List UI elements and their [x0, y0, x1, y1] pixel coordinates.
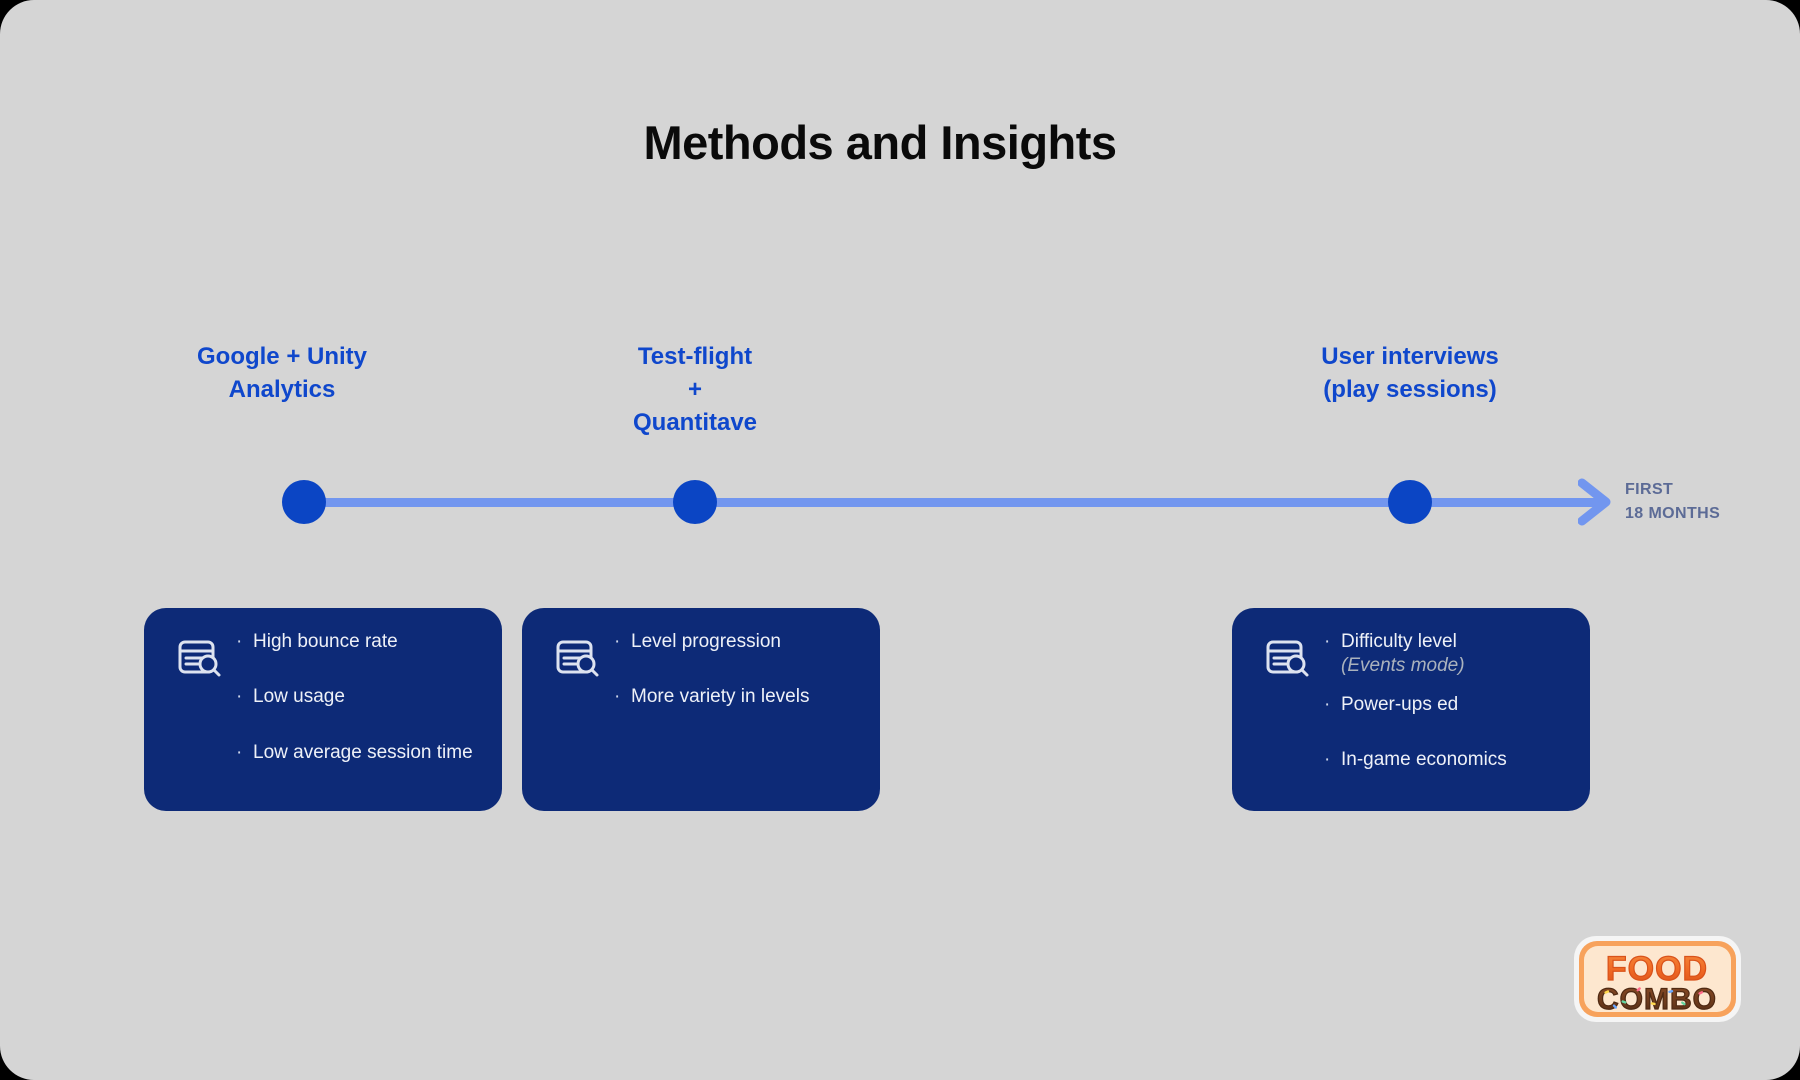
- logo-sprinkles: [1604, 987, 1704, 1009]
- document-search-icon: [178, 640, 221, 677]
- food-combo-logo: FOOD COMBO: [1574, 936, 1741, 1022]
- insight-card-1[interactable]: · High bounce rate · Low usage · Low ave…: [144, 608, 502, 811]
- timeline-track: [310, 498, 1600, 507]
- insight-card-1-bullets: · High bounce rate · Low usage · Low ave…: [236, 630, 488, 765]
- timeline-arrow-icon: [1578, 478, 1611, 526]
- bullet-text: More variety in levels: [631, 686, 810, 708]
- bullet-text: Low average session time: [253, 741, 473, 763]
- timeline-label-2: Test-flight + Quantitave: [567, 340, 823, 439]
- bullet-text: High bounce rate: [253, 631, 398, 652]
- timeline-range-line2: 18 MONTHS: [1625, 505, 1721, 522]
- timeline-range-line1: FIRST: [1625, 481, 1674, 498]
- insight-card-3[interactable]: · Difficulty level (Events mode) · Power…: [1232, 608, 1590, 811]
- timeline-label-3-line1: User interviews: [1321, 343, 1499, 370]
- bullet-text: Low usage: [253, 686, 345, 708]
- list-item: · Power-ups ed: [1324, 693, 1576, 717]
- bullet-glyph: ·: [236, 741, 243, 763]
- bullet-glyph: ·: [1324, 748, 1331, 770]
- timeline-label-3: User interviews (play sessions): [1282, 340, 1538, 406]
- bullet-glyph: ·: [614, 631, 621, 652]
- timeline-label-1-line1: Google + Unity: [196, 343, 367, 370]
- bullet-text: Difficulty level: [1341, 631, 1457, 652]
- list-item: · More variety in levels: [614, 685, 866, 709]
- list-item: · Difficulty level (Events mode): [1324, 630, 1576, 679]
- timeline-label-2-line1: Test-flight: [637, 343, 753, 370]
- list-item: · Low usage: [236, 685, 488, 709]
- insight-card-2[interactable]: · Level progression · More variety in le…: [522, 608, 880, 811]
- logo-line1: FOOD: [1606, 950, 1708, 988]
- document-search-icon: [556, 640, 599, 677]
- timeline-range-label: FIRST 18 MONTHS: [1625, 478, 1720, 526]
- bullet-text: In-game economics: [1341, 748, 1507, 770]
- list-item: · Level progression: [614, 630, 866, 654]
- timeline-dot-2[interactable]: [673, 480, 717, 524]
- page-title: Methods and Insights: [643, 116, 1117, 169]
- timeline-label-1-line2: Analytics: [228, 376, 336, 404]
- bullet-text: Power-ups ed: [1341, 693, 1459, 715]
- bullet-glyph: ·: [614, 686, 621, 708]
- bullet-text: Level progression: [631, 631, 781, 652]
- bullet-glyph: ·: [1324, 631, 1331, 652]
- timeline-label-3-line2: (play sessions): [1323, 376, 1497, 404]
- insight-card-2-bullets: · Level progression · More variety in le…: [614, 630, 866, 710]
- timeline-label-2-line3: Quantitave: [632, 409, 758, 437]
- timeline-label-2-line2: +: [687, 376, 702, 404]
- timeline-dot-3[interactable]: [1388, 480, 1432, 524]
- insight-card-3-bullets: · Difficulty level (Events mode) · Power…: [1324, 630, 1576, 772]
- document-search-icon: [1266, 640, 1309, 677]
- list-item: · High bounce rate: [236, 630, 488, 654]
- bullet-glyph: ·: [236, 686, 243, 708]
- list-item: · In-game economics: [1324, 748, 1576, 772]
- timeline-label-1: Google + Unity Analytics: [154, 340, 410, 406]
- bullet-glyph: ·: [236, 631, 243, 652]
- timeline-dot-1[interactable]: [282, 480, 326, 524]
- logo-line2: COMBO: [1597, 983, 1717, 1016]
- bullet-subnote: (Events mode): [1341, 655, 1465, 677]
- list-item: · Low average session time: [236, 741, 488, 765]
- bullet-glyph: ·: [1324, 693, 1331, 715]
